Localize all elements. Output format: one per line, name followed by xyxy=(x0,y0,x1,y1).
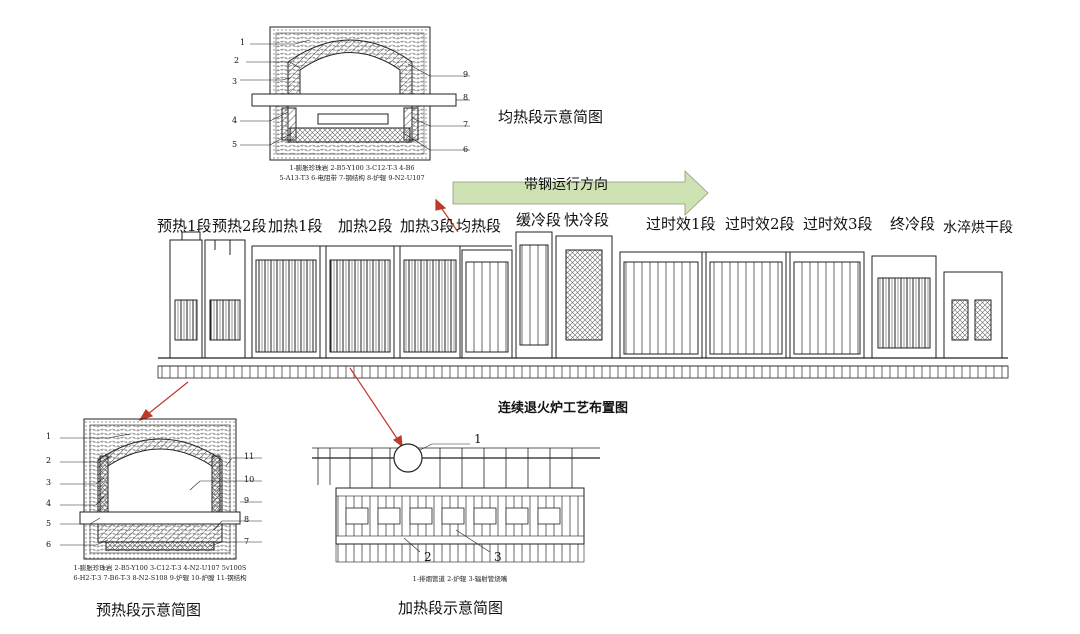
heating-callout-2: 2 xyxy=(424,550,432,564)
heating-section-sketch xyxy=(312,443,600,563)
heating-callout-3: 3 xyxy=(494,550,502,564)
section-soaking: 均热段 xyxy=(456,217,502,235)
section-slow-cool: 缓冷段 xyxy=(516,211,562,229)
preheat-callout-4: 4 xyxy=(46,499,52,508)
section-preheat-2: 预热2段 xyxy=(212,217,267,235)
callout-2: 2 xyxy=(234,56,240,65)
furnace-layout-drawing xyxy=(157,231,1009,379)
preheat-callout-9: 9 xyxy=(244,496,250,505)
preheat-callout-8: 8 xyxy=(244,515,250,524)
callout-4: 4 xyxy=(232,116,238,125)
strip-direction-label: 带钢运行方向 xyxy=(524,177,608,193)
callout-5: 5 xyxy=(232,140,238,149)
callout-6: 6 xyxy=(463,145,469,154)
preheat-callout-10: 10 xyxy=(244,475,255,484)
soaking-legend-line-2: 5-A13-T3 6-电阻带 7-钢结构 8-炉辊 9-N2-U107 xyxy=(279,174,425,182)
section-heating-2: 加热2段 xyxy=(338,217,393,235)
section-heating-3: 加热3段 xyxy=(400,217,455,235)
section-overaging-3: 过时效3段 xyxy=(803,215,873,233)
callout-7: 7 xyxy=(463,120,469,129)
preheat-callout-6: 6 xyxy=(46,540,52,549)
callout-3: 3 xyxy=(232,77,238,86)
section-preheat-1: 预热1段 xyxy=(157,217,212,235)
section-final-cool: 终冷段 xyxy=(890,215,936,233)
heating-legend: 1-排烟管道 2-炉辊 3-辐射管烧嘴 xyxy=(412,575,508,583)
preheat-callout-5: 5 xyxy=(46,519,52,528)
soaking-legend-line-1: 1-膨胀珍珠岩 2-B5-Y100 3-C12-T-3 4-B6 xyxy=(289,164,415,172)
heating-caption: 加热段示意简图 xyxy=(398,599,504,617)
soaking-caption: 均热段示意简图 xyxy=(498,108,604,126)
preheat-callout-2: 2 xyxy=(46,456,52,465)
preheat-legend-line-1: 1-膨胀珍珠岩 2-B5-Y100 3-C12-T-3 4-N2-U107 5v… xyxy=(73,564,247,572)
preheat-legend: 1-膨胀珍珠岩 2-B5-Y100 3-C12-T-3 4-N2-U107 5v… xyxy=(44,563,276,583)
diagram-title: 连续退火炉工艺布置图 xyxy=(498,401,629,416)
soaking-section-sketch xyxy=(240,26,470,161)
section-fast-cool: 快冷段 xyxy=(564,211,610,229)
leader-arrows xyxy=(138,198,459,448)
callout-1: 1 xyxy=(240,38,246,47)
preheat-section-sketch xyxy=(60,418,262,560)
preheat-callout-3: 3 xyxy=(46,478,52,487)
callout-8: 8 xyxy=(463,93,469,102)
callout-9: 9 xyxy=(463,70,469,79)
section-water-quench: 水淬烘干段 xyxy=(943,220,1013,236)
section-heating-1: 加热1段 xyxy=(268,217,323,235)
strip-direction-arrow xyxy=(452,170,709,216)
preheat-callout-7: 7 xyxy=(244,537,250,546)
preheat-callout-11: 11 xyxy=(244,452,255,461)
heating-callout-1: 1 xyxy=(474,432,482,446)
preheat-legend-line-2: 6-H2-T-3 7-B6-T-3 8-N2-S108 9-炉辊 10-炉膛 1… xyxy=(73,574,247,582)
section-overaging-1: 过时效1段 xyxy=(646,215,716,233)
preheat-callout-1: 1 xyxy=(46,432,52,441)
preheat-caption: 预热段示意简图 xyxy=(96,601,202,619)
section-overaging-2: 过时效2段 xyxy=(725,215,795,233)
soaking-legend: 1-膨胀珍珠岩 2-B5-Y100 3-C12-T-3 4-B6 5-A13-T… xyxy=(262,163,442,183)
